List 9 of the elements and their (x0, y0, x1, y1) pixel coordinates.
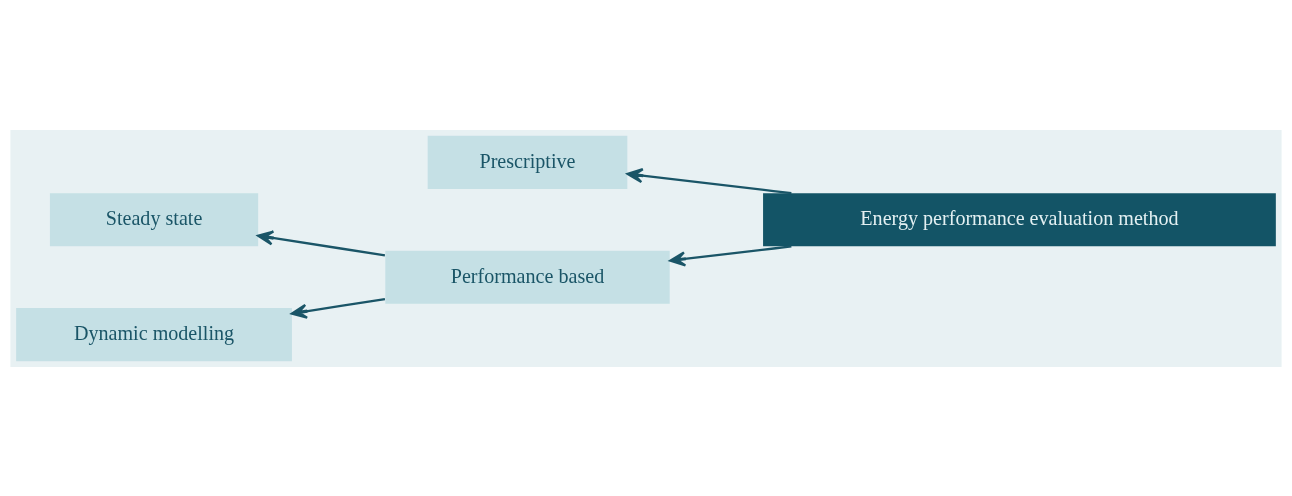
arrow (626, 167, 792, 194)
arrow (669, 244, 792, 266)
node-box: Prescriptive (427, 135, 628, 189)
arrow (290, 297, 386, 319)
node-box: Performance based (385, 250, 670, 304)
arrow (257, 229, 386, 256)
node-box: Dynamic modelling (16, 307, 292, 361)
node-box: Energy performance evaluation method (763, 192, 1276, 246)
node-box: Steady state (49, 192, 259, 246)
